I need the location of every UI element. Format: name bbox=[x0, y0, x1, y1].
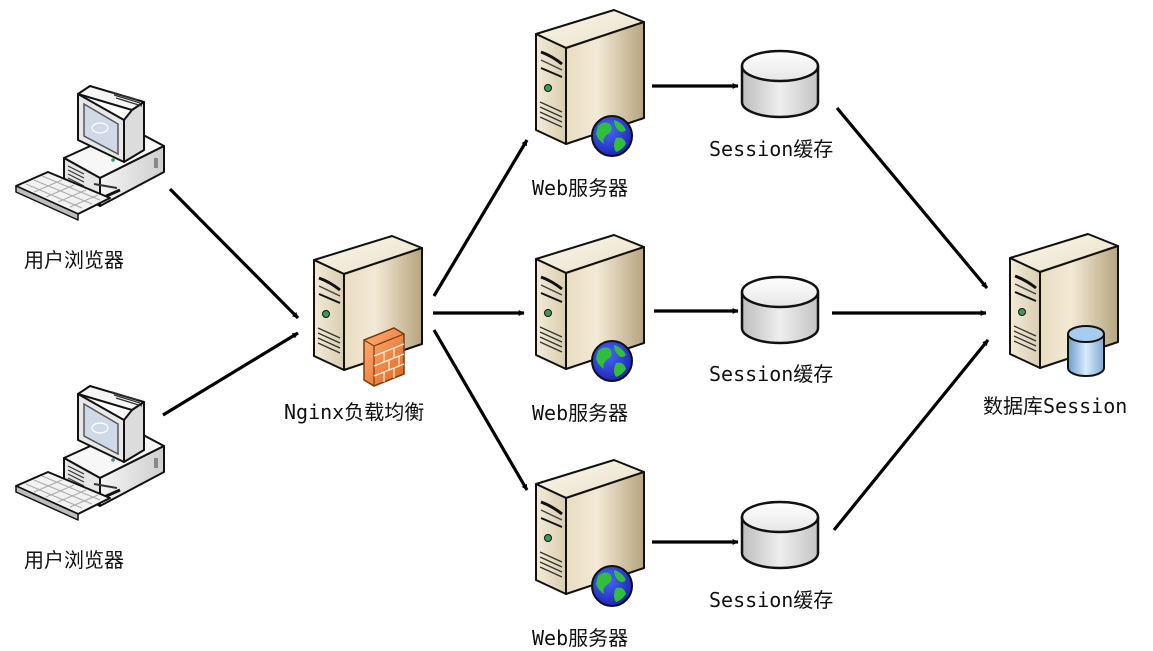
web-server-label-3: Web服务器 bbox=[532, 626, 629, 650]
edge-nginx-web3 bbox=[432, 329, 529, 491]
web-server-label-1: Web服务器 bbox=[532, 176, 629, 200]
session-cache-node-2[interactable] bbox=[740, 275, 820, 345]
nginx-label: Nginx负载均衡 bbox=[284, 400, 425, 424]
database-node[interactable] bbox=[1008, 232, 1120, 377]
session-cache-label-3: Session缓存 bbox=[709, 588, 834, 612]
cylinder-cache-icon bbox=[740, 49, 820, 119]
edge-nginx-web1 bbox=[432, 139, 529, 297]
globe-icon bbox=[591, 340, 633, 382]
edges bbox=[162, 83, 990, 545]
session-cache-label-1: Session缓存 bbox=[709, 137, 834, 161]
session-cache-node-1[interactable] bbox=[740, 49, 820, 119]
web-server-node-3[interactable] bbox=[534, 458, 646, 607]
cylinder-cache-icon bbox=[740, 500, 820, 570]
nginx-node[interactable] bbox=[312, 234, 424, 387]
edge-browser2-nginx bbox=[162, 331, 299, 417]
browser-label-2: 用户浏览器 bbox=[24, 548, 124, 572]
web-server-label-2: Web服务器 bbox=[532, 401, 629, 425]
edge-browser1-nginx bbox=[168, 187, 300, 320]
database-icon bbox=[1067, 325, 1105, 377]
firewall-icon bbox=[363, 327, 405, 387]
database-label: 数据库Session bbox=[983, 394, 1128, 418]
browser-node-2[interactable] bbox=[14, 384, 166, 522]
desktop-computer-icon bbox=[14, 84, 166, 222]
session-cache-label-2: Session缓存 bbox=[709, 362, 834, 386]
desktop-computer-icon bbox=[14, 384, 166, 522]
browser-node-1[interactable] bbox=[14, 84, 166, 222]
edge-cache3-db bbox=[832, 338, 990, 532]
globe-icon bbox=[591, 115, 633, 157]
web-server-node-1[interactable] bbox=[534, 8, 646, 157]
browser-label-1: 用户浏览器 bbox=[24, 248, 124, 272]
globe-icon bbox=[591, 565, 633, 607]
session-cache-node-3[interactable] bbox=[740, 500, 820, 570]
web-server-node-2[interactable] bbox=[534, 233, 646, 382]
edge-cache1-db bbox=[835, 106, 989, 290]
cylinder-cache-icon bbox=[740, 275, 820, 345]
